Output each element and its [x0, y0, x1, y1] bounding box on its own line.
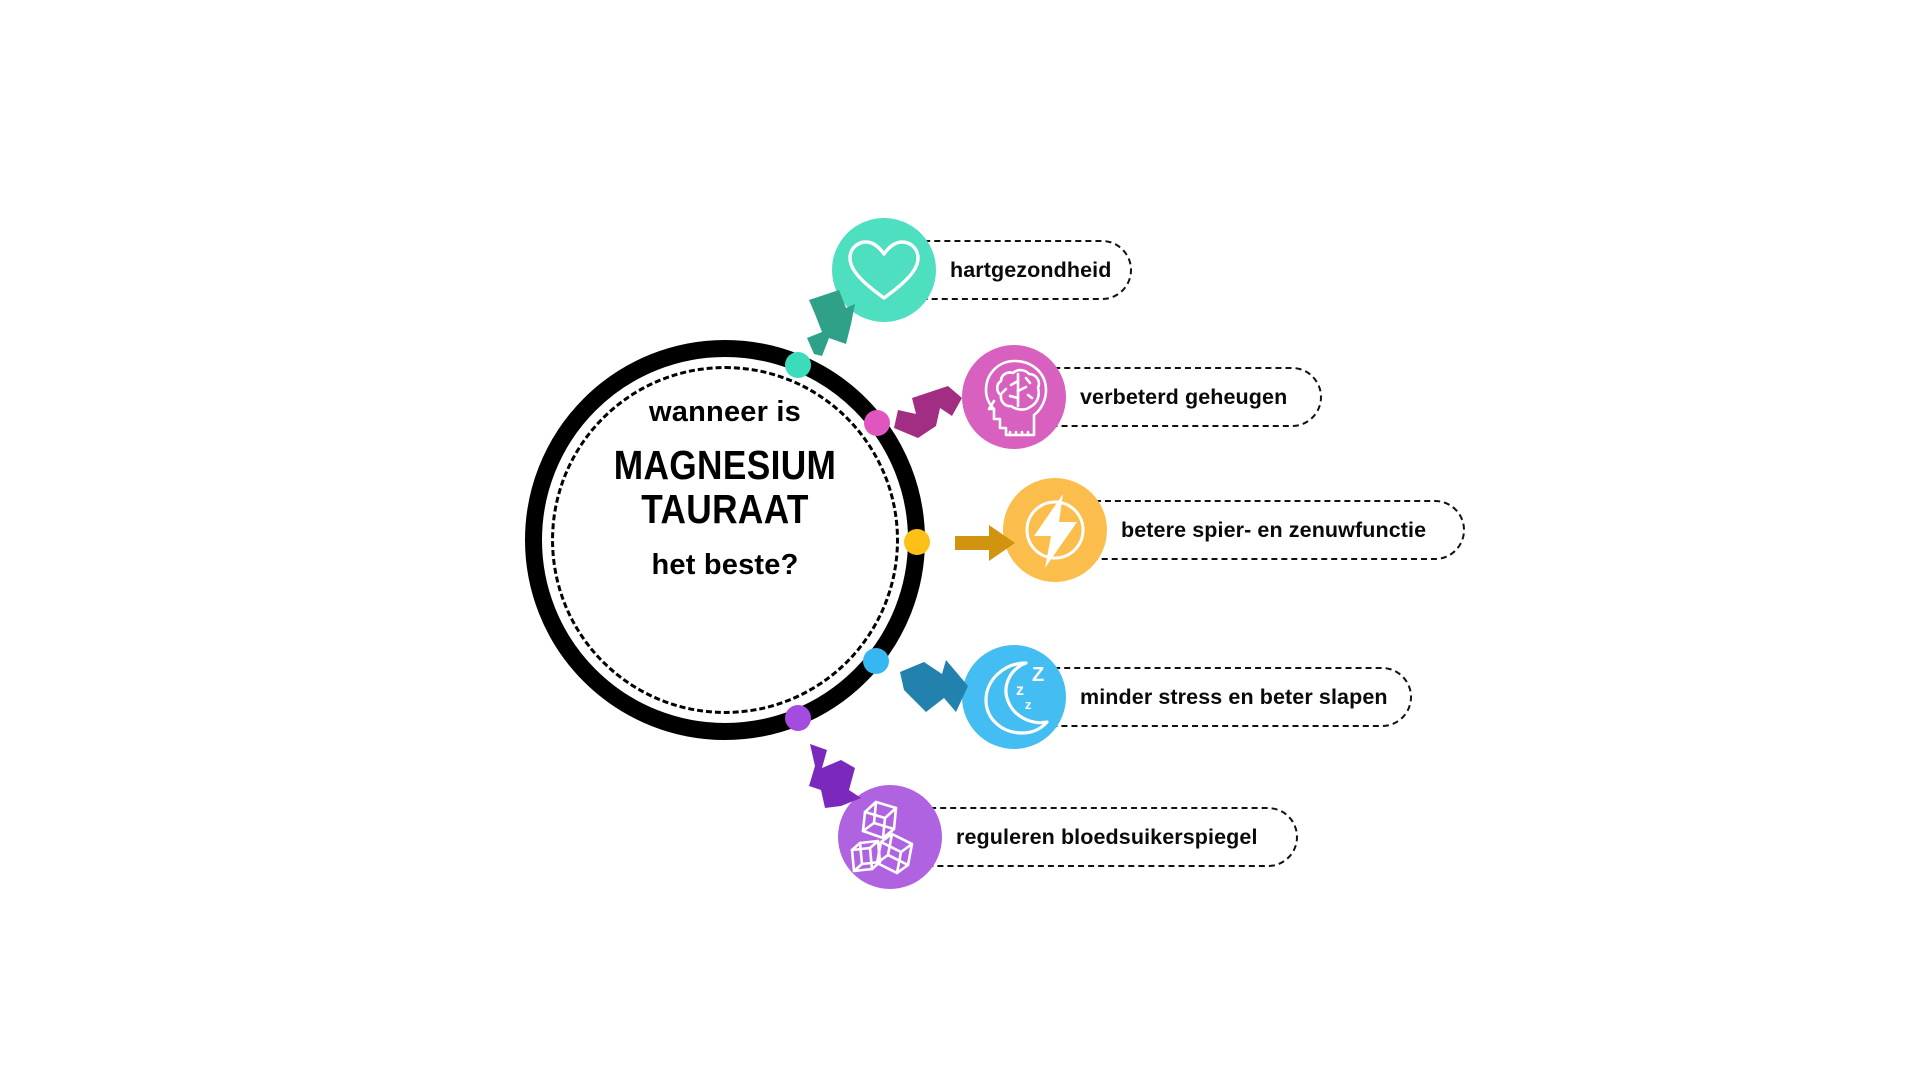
- connector-dot-stress-sleep[interactable]: [863, 648, 889, 674]
- head-brain-icon: [984, 359, 1048, 437]
- label-pill-stress-sleep: minder stress en beter slapen: [1024, 667, 1412, 727]
- label-pill-improved-memory: verbeterd geheugen: [1024, 367, 1322, 427]
- label-pill-muscle-nerve-function: betere spier- en zenuwfunctie: [1065, 500, 1465, 560]
- label-text-stress-sleep: minder stress en beter slapen: [1080, 684, 1388, 709]
- hub-dashed-ring: [551, 366, 899, 714]
- branch-improved-memory[interactable]: verbeterd geheugen: [962, 345, 1322, 449]
- sugar-cubes-icon: [850, 800, 914, 875]
- icon-circle-blood-sugar[interactable]: [838, 785, 942, 889]
- branch-heart-health[interactable]: hartgezondheid: [832, 218, 1132, 322]
- icon-circle-muscle-nerve-function[interactable]: [1003, 478, 1107, 582]
- label-pill-heart-health: hartgezondheid: [894, 240, 1132, 300]
- branch-stress-sleep[interactable]: minder stress en beter slapen Z z z: [962, 645, 1412, 749]
- hub-line-2: MAGNESIUM: [613, 442, 837, 488]
- connector-dot-muscle-nerve-function[interactable]: [904, 529, 930, 555]
- icon-circle-stress-sleep[interactable]: Z z z: [962, 645, 1066, 749]
- arrow-heart-health: [805, 288, 863, 356]
- icon-circle-heart-health[interactable]: [832, 218, 936, 322]
- arrow-improved-memory: [892, 382, 964, 440]
- central-hub: wanneer is MAGNESIUM TAURAAT het beste?: [525, 340, 925, 740]
- svg-text:z: z: [1025, 697, 1032, 712]
- moon-zzz-icon: Z z z: [984, 661, 1049, 735]
- hub-line-4: het beste?: [651, 548, 799, 581]
- svg-text:Z: Z: [1032, 664, 1044, 686]
- lightning-bolt-icon: [1025, 494, 1085, 568]
- branch-muscle-nerve-function[interactable]: betere spier- en zenuwfunctie: [1003, 478, 1465, 582]
- arrow-blood-sugar: [805, 742, 863, 810]
- icon-circle-improved-memory[interactable]: [962, 345, 1066, 449]
- connector-dot-improved-memory[interactable]: [864, 410, 890, 436]
- label-text-improved-memory: verbeterd geheugen: [1080, 384, 1288, 409]
- connector-dot-heart-health[interactable]: [785, 352, 811, 378]
- label-text-blood-sugar: reguleren bloedsuikerspiegel: [956, 824, 1258, 849]
- hub-line-3: TAURAAT: [641, 486, 809, 533]
- svg-text:z: z: [1016, 682, 1024, 699]
- label-text-heart-health: hartgezondheid: [950, 257, 1112, 282]
- label-text-muscle-nerve-function: betere spier- en zenuwfunctie: [1121, 517, 1427, 542]
- label-pill-blood-sugar: reguleren bloedsuikerspiegel: [900, 807, 1298, 867]
- branch-blood-sugar[interactable]: reguleren bloedsuikerspiegel: [838, 785, 1298, 889]
- heart-icon: [848, 240, 920, 300]
- arrow-muscle-nerve-function: [955, 525, 1015, 561]
- hub-title-block: wanneer is MAGNESIUM TAURAAT het beste?: [565, 398, 885, 580]
- arrow-stress-sleep: [898, 660, 970, 718]
- hub-line-1: wanneer is: [649, 396, 801, 428]
- connector-dot-blood-sugar[interactable]: [785, 705, 811, 731]
